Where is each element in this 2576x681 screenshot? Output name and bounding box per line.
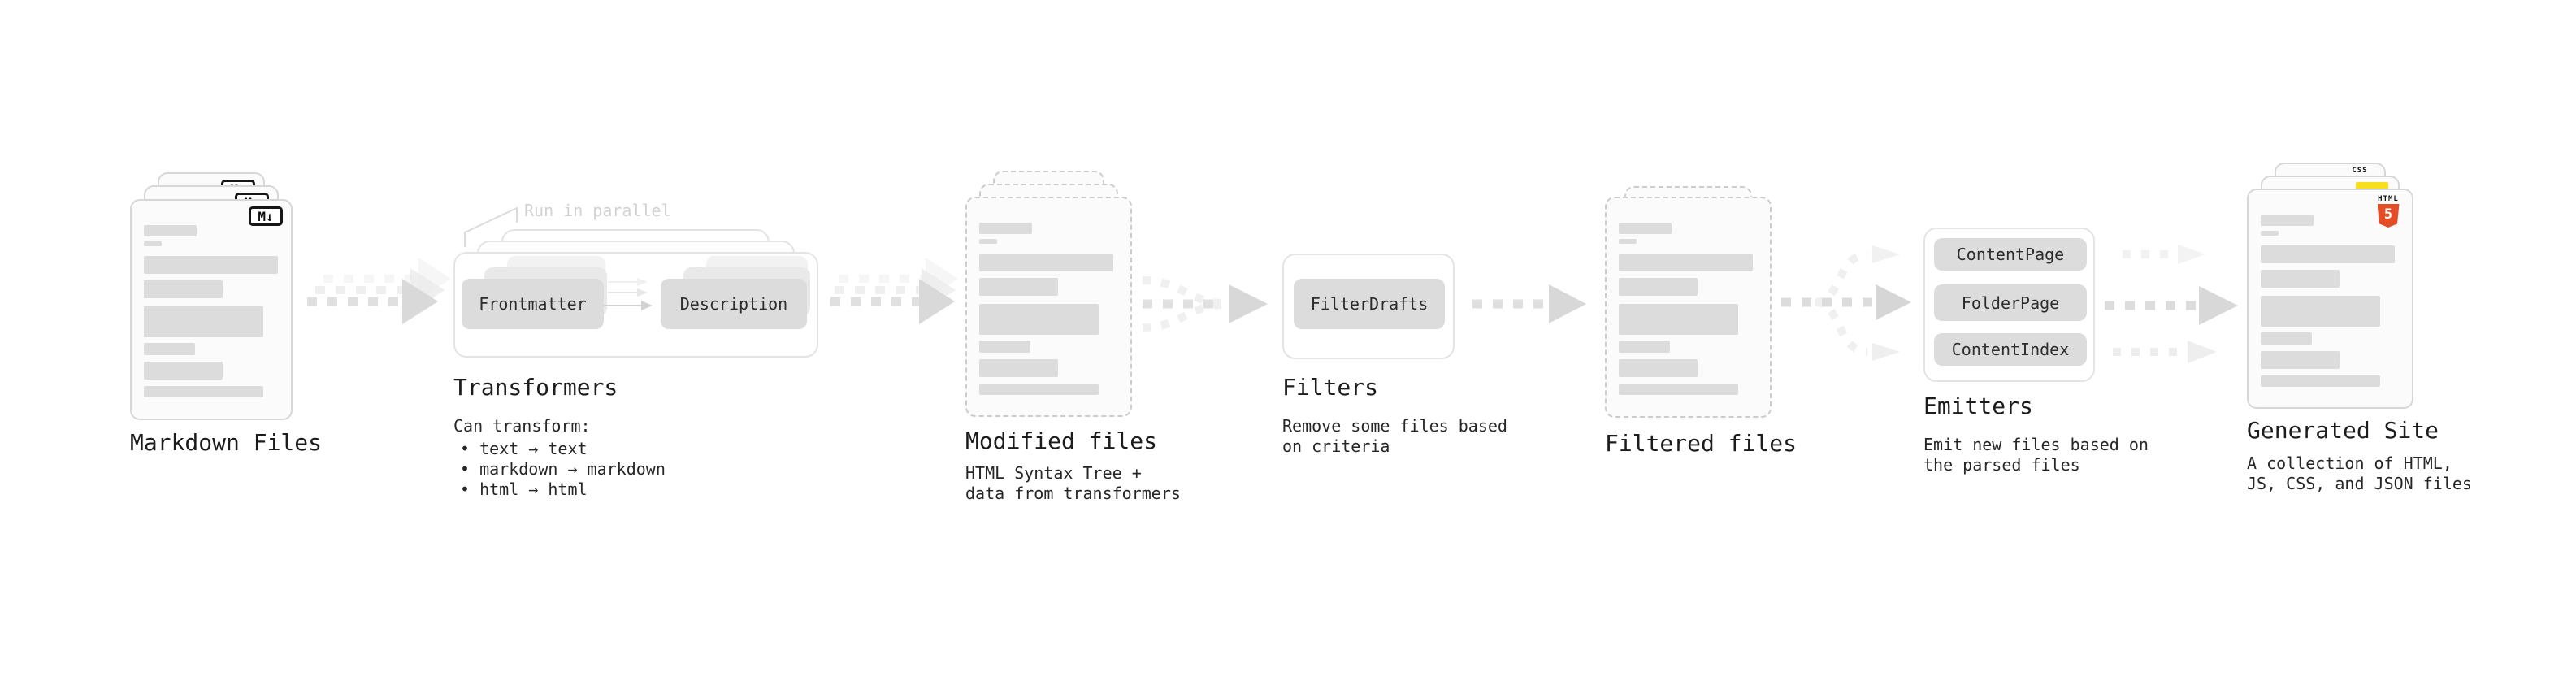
arrow-transformers-to-modified (830, 258, 958, 324)
transformers-desc-title: Can transform: (453, 416, 591, 436)
contentindex-node: ContentIndex (1934, 333, 2087, 366)
doc-placeholder-line (979, 223, 1032, 234)
doc-placeholder-line (979, 278, 1058, 296)
emitters-desc: Emit new files based on (1923, 435, 2149, 454)
transformers-bullet: • text → text (460, 439, 588, 458)
doc-placeholder-line (2261, 270, 2340, 288)
doc-placeholder-line (979, 254, 1113, 271)
doc-placeholder-line (1619, 239, 1637, 244)
doc-placeholder-line (2261, 351, 2340, 369)
transformers-bullet: • markdown → markdown (460, 459, 666, 479)
doc-placeholder-line (1619, 278, 1698, 296)
modified-files-desc: data from transformers (965, 484, 1181, 503)
doc-placeholder-line (979, 239, 997, 244)
doc-placeholder-line (144, 280, 223, 298)
filterdrafts-node: FilterDrafts (1294, 279, 1445, 329)
generated-site-label: Generated Site (2247, 417, 2439, 444)
transformers-bullet: • html → html (460, 479, 588, 499)
markdown-files-label: Markdown Files (130, 429, 323, 456)
frontmatter-node: Frontmatter (462, 279, 604, 329)
css-icon-text: CSS (2352, 167, 2368, 175)
doc-placeholder-line (144, 256, 278, 274)
doc-placeholder-line (979, 384, 1099, 395)
filtered-files-label: Filtered files (1605, 430, 1798, 457)
html5-file-icon: HTML 5 (2374, 195, 2403, 228)
doc-placeholder-line (1619, 359, 1698, 377)
doc-placeholder-line (2261, 332, 2312, 345)
html5-icon-text: HTML (2378, 195, 2399, 203)
arrow-emitters-to-generated (2105, 245, 2238, 363)
doc-placeholder-line (144, 343, 195, 355)
doc-placeholder-line (1619, 254, 1753, 271)
doc-placeholder-line (979, 304, 1099, 335)
doc-placeholder-line (1619, 340, 1670, 353)
arrow-markdown-to-transformers (307, 258, 451, 324)
emitters-label: Emitters (1923, 393, 2033, 419)
document-card-front: HTML 5 (2247, 189, 2413, 409)
document-card-front (965, 197, 1132, 417)
doc-placeholder-line (144, 306, 263, 337)
transformers-label: Transformers (453, 374, 618, 401)
generated-site-desc: JS, CSS, and JSON files (2247, 474, 2472, 493)
run-in-parallel-annotation: Run in parallel (524, 201, 671, 220)
doc-placeholder-line (2261, 245, 2395, 263)
arrow-modified-to-filters (1142, 276, 1268, 332)
doc-placeholder-line (979, 359, 1058, 377)
arrow-filters-to-filtered (1472, 284, 1586, 323)
doc-placeholder-line (144, 225, 197, 236)
doc-placeholder-line (144, 241, 162, 246)
emitters-desc: the parsed files (1923, 455, 2080, 475)
filters-label: Filters (1282, 374, 1379, 401)
doc-placeholder-line (144, 362, 223, 380)
doc-placeholder-line (2261, 296, 2380, 327)
filters-desc: on criteria (1282, 436, 1390, 456)
contentpage-node: ContentPage (1934, 238, 2087, 271)
html5-icon-shield: 5 (2377, 204, 2400, 228)
document-card-front (1605, 197, 1772, 418)
modified-files-desc: HTML Syntax Tree + (965, 463, 1142, 483)
generated-site-desc: A collection of HTML, (2247, 453, 2452, 473)
filters-desc: Remove some files based (1282, 416, 1507, 436)
doc-placeholder-line (1619, 223, 1672, 234)
doc-placeholder-line (1619, 384, 1738, 395)
document-card-front: M↓ (130, 199, 293, 420)
arrow-filtered-to-emitters (1781, 245, 1911, 361)
description-node: Description (661, 279, 807, 329)
doc-placeholder-line (2261, 215, 2314, 226)
doc-placeholder-line (2261, 231, 2279, 236)
doc-placeholder-line (144, 386, 263, 397)
modified-files-label: Modified files (965, 427, 1158, 454)
doc-placeholder-line (2261, 375, 2380, 387)
doc-placeholder-line (979, 340, 1030, 353)
doc-placeholder-line (1619, 304, 1738, 335)
markdown-icon: M↓ (249, 206, 283, 226)
folderpage-node: FolderPage (1934, 284, 2087, 321)
